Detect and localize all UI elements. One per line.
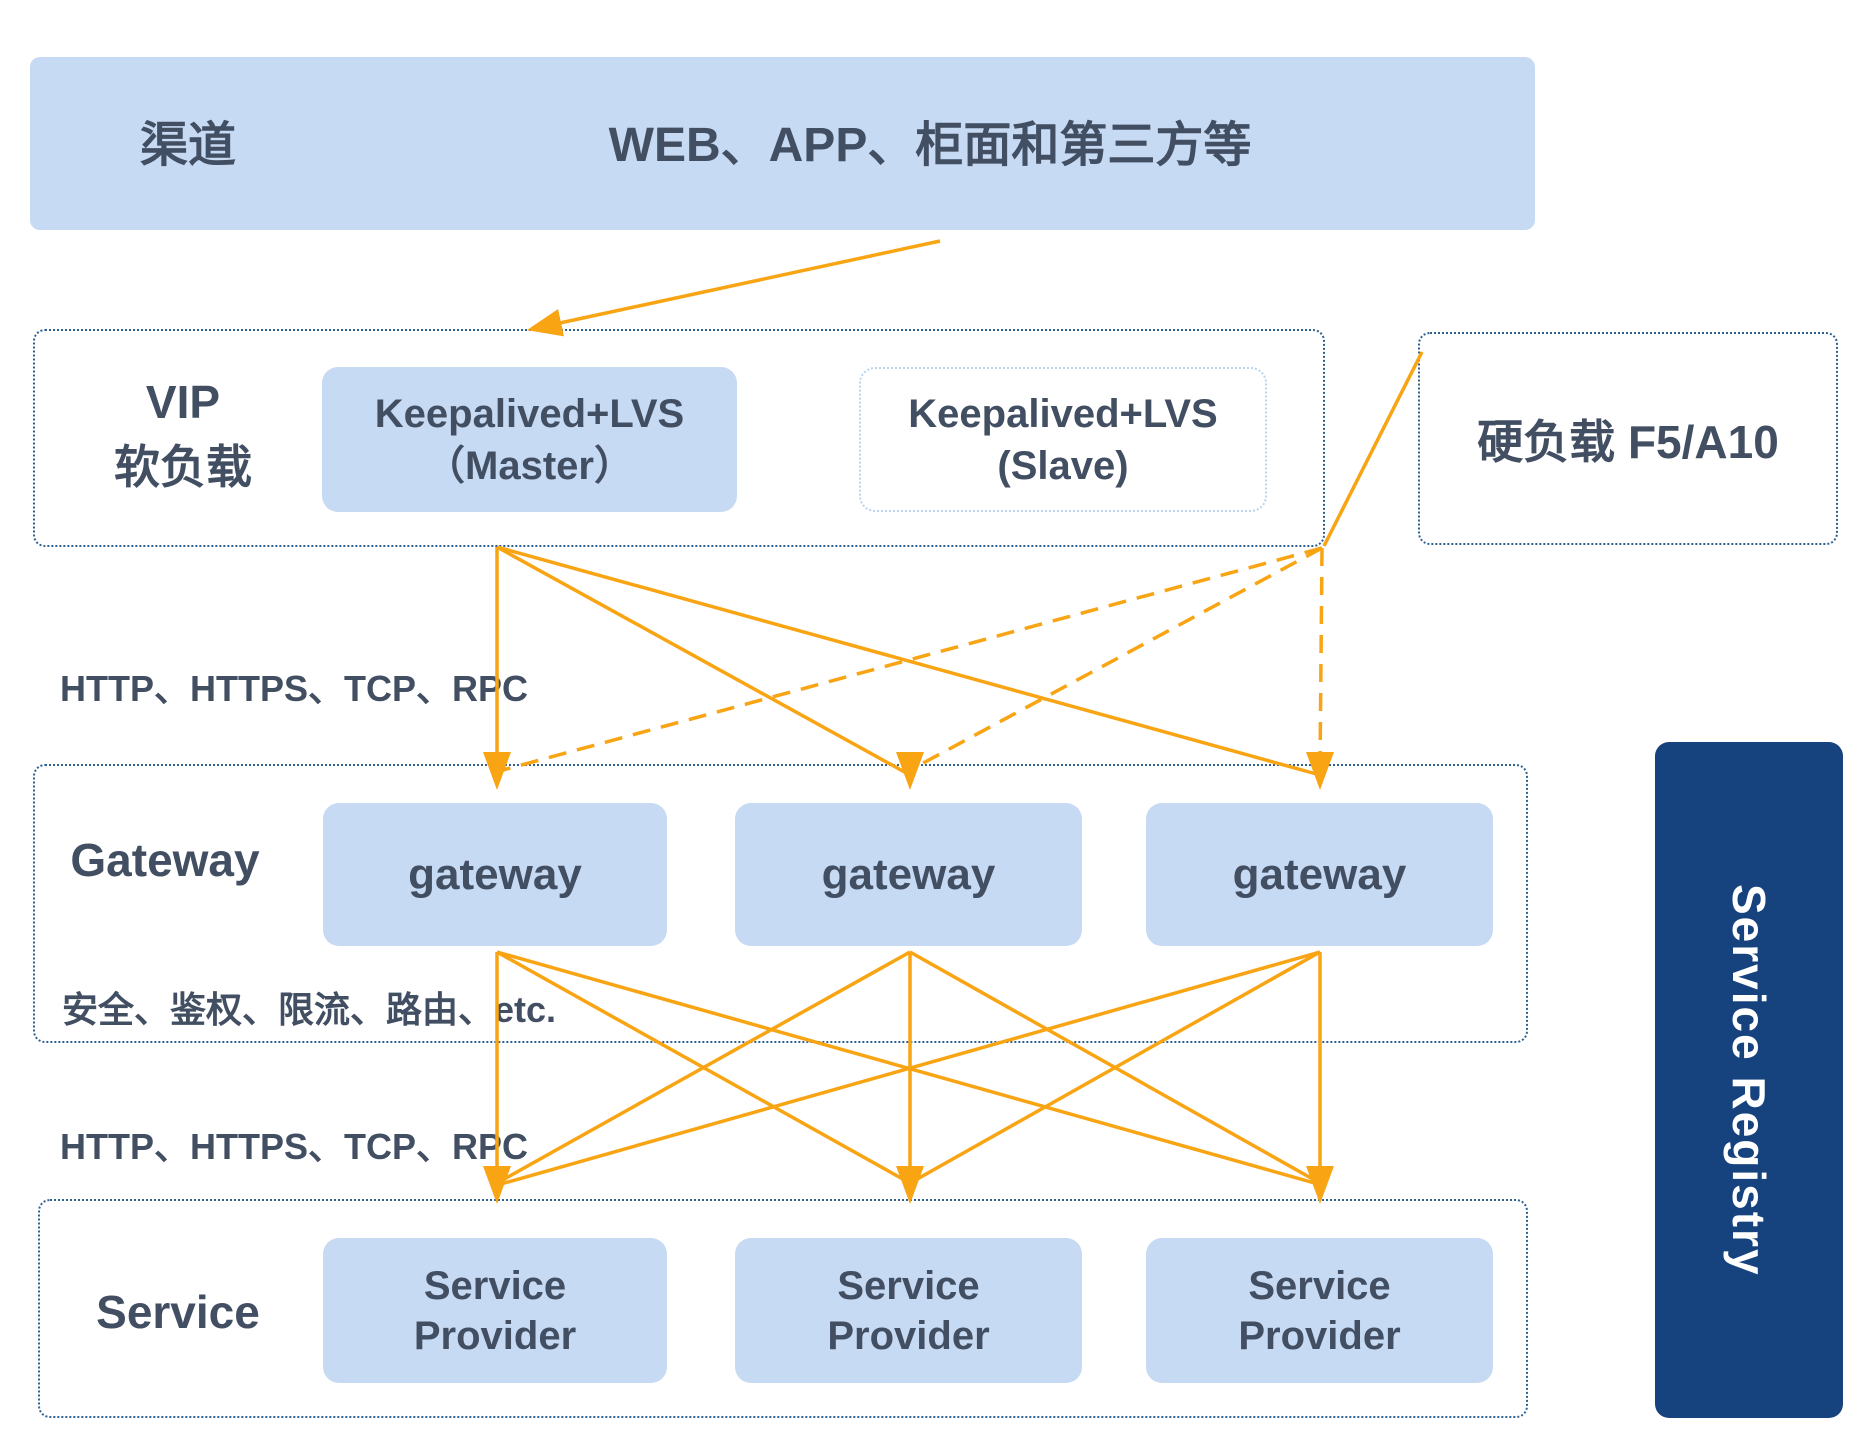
- service-provider-node-2: Service Provider: [735, 1238, 1082, 1383]
- connector-master-to-gateway3: [496, 545, 1321, 777]
- protocol-label-top: HTTP、HTTPS、TCP、RPC: [60, 668, 529, 709]
- service-provider-2-line2: Provider: [827, 1313, 990, 1358]
- hardload-label: 硬负载 F5/A10: [1477, 415, 1779, 468]
- gateway-node-3: gateway: [1146, 803, 1493, 946]
- service-provider-3-line1: Service: [1248, 1263, 1391, 1308]
- connector-standby-to-gateway1: [502, 546, 1323, 772]
- connector-standby-to-gateway2: [913, 546, 1323, 770]
- connector-channel-to-vip: [526, 239, 941, 337]
- keepalived-master-line2: （Master）: [425, 443, 634, 488]
- service-provider-1-line2: Provider: [413, 1313, 577, 1358]
- service-provider-2-line1: Service: [837, 1263, 980, 1308]
- protocol-label-bottom: HTTP、HTTPS、TCP、RPC: [60, 1126, 529, 1167]
- gateway-layer-title: Gateway: [70, 834, 260, 886]
- keepalived-master-node: Keepalived+LVS （Master）: [322, 367, 737, 512]
- service-provider-node-3: Service Provider: [1146, 1238, 1493, 1383]
- channel-banner: 渠道 WEB、APP、柜面和第三方等: [30, 57, 1535, 230]
- keepalived-slave-line2: (Slave): [997, 443, 1129, 488]
- connector-hardload-to-corner: [1322, 351, 1424, 547]
- keepalived-slave-line1: Keepalived+LVS: [908, 391, 1218, 436]
- hardload-f5-a10-node: 硬负载 F5/A10: [1418, 332, 1838, 545]
- service-provider-1-line1: Service: [423, 1263, 567, 1308]
- gateway-node-1: gateway: [323, 803, 667, 946]
- connector-standby-to-gateway3: [1318, 547, 1324, 769]
- keepalived-master-line1: Keepalived+LVS: [374, 391, 685, 436]
- vip-softload-label: VIP 软负载: [114, 376, 252, 494]
- channel-banner-title: 渠道: [140, 118, 237, 172]
- service-provider-node-1: Service Provider: [323, 1238, 667, 1383]
- service-provider-3-line2: Provider: [1238, 1313, 1401, 1358]
- keepalived-slave-node: Keepalived+LVS (Slave): [859, 367, 1267, 512]
- connector-master-to-gateway2: [496, 545, 911, 777]
- gateway-features-label: 安全、鉴权、限流、路由、etc.: [62, 989, 557, 1030]
- service-layer-title: Service: [96, 1286, 260, 1338]
- service-registry-node: Service Registry: [1655, 742, 1843, 1418]
- channel-banner-description: WEB、APP、柜面和第三方等: [608, 118, 1252, 172]
- service-registry-label: Service Registry: [1723, 883, 1775, 1277]
- gateway-node-2: gateway: [735, 803, 1082, 946]
